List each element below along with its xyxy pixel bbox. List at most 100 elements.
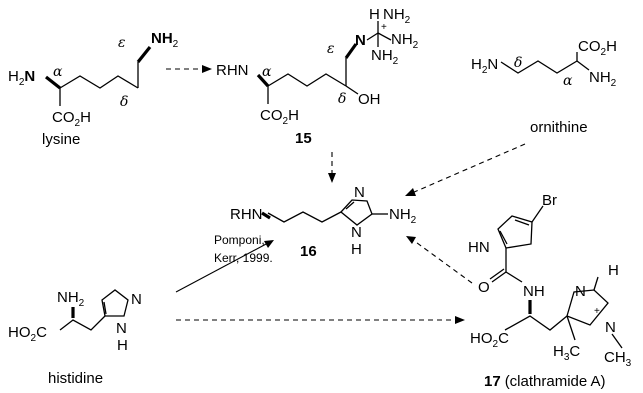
ornithine-name: ornithine [530, 119, 588, 136]
c17-ho2c: HO [470, 330, 493, 347]
c15-number: 15 [295, 130, 312, 147]
ref-line1: Pomponi, [214, 233, 265, 247]
c15-nh2b: NH [383, 6, 405, 23]
svg-text:CO2H: CO2H [260, 107, 299, 127]
ornithine-structure: H2N CO2H NH2 δ α ornithine [471, 38, 617, 136]
histidine-nh2: NH [57, 289, 79, 306]
histidine-ho2c: HO [8, 324, 31, 341]
c17-ring [566, 289, 609, 326]
arrowhead-histidine-to-16 [264, 240, 274, 248]
c16-nh: N [351, 224, 362, 241]
lysine-nh-top: NH [151, 30, 173, 47]
c17-br: Br [542, 192, 557, 209]
c16-number: 16 [300, 243, 317, 260]
c15-epsilon: ε [327, 41, 335, 57]
svg-text:CO2H: CO2H [52, 109, 91, 129]
lysine-bold-bond [45, 75, 61, 90]
c16-n: N [354, 184, 365, 201]
lysine-epsilon: ε [118, 35, 126, 51]
c17-name: (clathramide A) [505, 373, 606, 390]
c15-delta: δ [338, 91, 346, 107]
lysine-bold-bond-top [136, 46, 152, 63]
c17-number: 17 [484, 373, 501, 390]
ornithine-h2n-h: H [471, 56, 482, 73]
lysine-name: lysine [42, 131, 80, 148]
svg-text:HO2C: HO2C [470, 330, 509, 350]
arrow-ornithine-to-16 [411, 143, 526, 194]
svg-text:NH2: NH2 [389, 206, 417, 226]
c15-n: N [355, 32, 366, 49]
ref-line2: Kerr, 1999. [214, 251, 273, 265]
arrowhead-histidine-to-17 [455, 316, 465, 324]
c15-oh: OH [358, 91, 381, 108]
svg-text:CO2H: CO2H [578, 38, 617, 58]
svg-text:NH2: NH2 [371, 47, 399, 67]
ornithine-alpha: α [563, 73, 573, 89]
histidine-structure: NH2 HO2C N N H histidine [8, 289, 142, 387]
c15-alpha: α [262, 64, 272, 80]
arrow-histidine-to-16 [175, 242, 269, 293]
c17-n2: N [605, 319, 616, 336]
histidine-nh: N [116, 320, 127, 337]
ornithine-nh2: NH [589, 69, 611, 86]
c15-nh2-top-h: H [369, 6, 380, 23]
compound-16-structure: RHN N NH2 N H 16 [230, 184, 417, 260]
svg-text:RHN: RHN [216, 62, 249, 79]
arrowhead-15-to-16 [328, 173, 336, 183]
arrowhead-ornithine-to-16 [405, 188, 416, 196]
lysine-chain [59, 75, 139, 89]
c15-chain [267, 73, 347, 87]
c16-ring [340, 199, 373, 226]
c17-hn: HN [468, 239, 490, 256]
lysine-h2n-h: H [8, 68, 19, 85]
arrow-17-to-16 [412, 239, 473, 284]
lysine-co2h: CO [52, 109, 75, 126]
histidine-ring [101, 289, 129, 317]
c16-nh2: NH [389, 206, 411, 223]
c15-nh2a: NH [391, 31, 413, 48]
lysine-structure: H2N NH2 CO2H α ε δ lysine [8, 30, 179, 148]
svg-text:17(clathramide A): 17(clathramide A) [484, 373, 606, 390]
ornithine-delta: δ [514, 55, 522, 71]
histidine-name: histidine [48, 370, 103, 387]
c17-pyrrole [497, 215, 533, 249]
svg-text:RHN: RHN [230, 206, 263, 223]
c15-plus: + [381, 22, 387, 33]
lysine-alpha: α [53, 64, 63, 80]
c15-rhn-r: RHN [216, 62, 249, 79]
svg-text:NH2: NH2 [589, 69, 617, 89]
c17-nh: NH [523, 283, 545, 300]
lysine-delta: δ [120, 94, 128, 110]
svg-text:HO2C: HO2C [8, 324, 47, 344]
c17-o: O [478, 279, 490, 296]
c17-n1: N [575, 283, 586, 300]
histidine-chain [59, 315, 106, 331]
arrowhead-17-to-16 [406, 236, 416, 244]
c17-h: H [608, 262, 619, 279]
c16-h: H [351, 241, 362, 258]
c17-ch3: CH [604, 349, 626, 366]
svg-text:CH3: CH3 [604, 349, 632, 369]
histidine-h: H [117, 337, 128, 354]
c15-co2h: CO [260, 107, 283, 124]
svg-text:H2N: H2N [8, 68, 35, 88]
svg-text:NH2: NH2 [391, 31, 419, 51]
ornithine-chain [500, 60, 578, 74]
arrowhead-lysine-to-15 [202, 65, 212, 73]
svg-text:NH2: NH2 [57, 289, 85, 309]
ornithine-co2h: CO [578, 38, 601, 55]
svg-text:NH2: NH2 [151, 30, 179, 50]
compound-15-structure: RHN CO2H OH N H NH2 NH2 NH2 + α ε δ 15 [216, 6, 419, 147]
c17-h3c: H [553, 343, 564, 360]
histidine-n: N [131, 291, 142, 308]
c16-chain [267, 211, 342, 223]
compound-17-structure: Br HN O NH HO2C N H N + CH3 H3C 17(clath… [468, 192, 632, 390]
svg-text:H3C: H3C [553, 343, 580, 363]
svg-text:NH2: NH2 [383, 6, 411, 26]
c17-plus: + [594, 306, 600, 317]
c16-rhn: RHN [230, 206, 263, 223]
c17-backbone [504, 315, 568, 331]
svg-text:H2N: H2N [471, 56, 498, 76]
